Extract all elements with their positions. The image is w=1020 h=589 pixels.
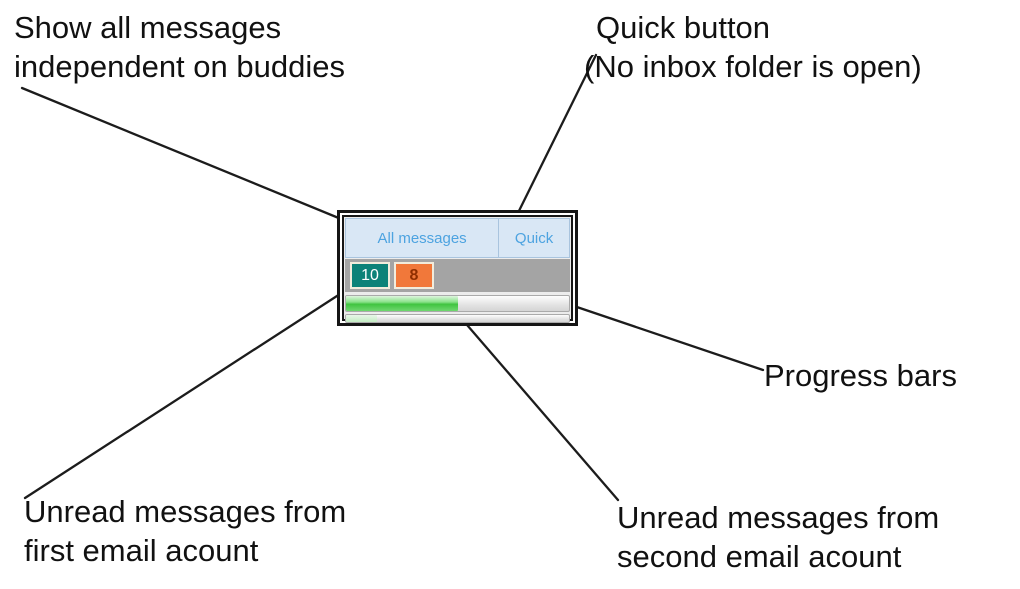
label-first-account-line1: Unread messages from	[24, 494, 347, 529]
first-account-unread-badge[interactable]: 10	[350, 262, 390, 289]
label-first-account-line2: first email acount	[24, 533, 259, 568]
label-progress-bars: Progress bars	[764, 358, 957, 393]
second-account-unread-badge[interactable]: 8	[394, 262, 434, 289]
progress-bar-first	[345, 295, 570, 312]
label-second-account: Unread messages from second email acount	[617, 498, 939, 576]
notifier-widget-frame: All messages Quick 10 8	[342, 215, 573, 323]
notifier-widget: All messages Quick 10 8	[337, 210, 578, 326]
progress-bar-first-fill	[346, 296, 458, 311]
progress-bar-second	[345, 314, 570, 323]
button-row: All messages Quick	[345, 218, 570, 258]
callout-line-first-badge	[23, 281, 359, 500]
all-messages-button[interactable]: All messages	[345, 218, 499, 258]
label-show-all-messages: Show all messages independent on buddies	[14, 8, 345, 86]
label-show-all-line2: independent on buddies	[14, 49, 345, 84]
label-second-account-line1: Unread messages from	[617, 500, 940, 535]
label-quick-line1: Quick button	[596, 10, 771, 45]
label-second-account-line2: second email acount	[617, 539, 902, 574]
label-quick-line2: (No inbox folder is open)	[584, 49, 922, 84]
label-quick-button: Quick button (No inbox folder is open)	[584, 8, 922, 86]
unread-badges-strip: 10 8	[345, 259, 570, 292]
callout-line-all-messages	[20, 86, 365, 230]
label-show-all-line1: Show all messages	[14, 10, 282, 45]
label-first-account: Unread messages from first email acount	[24, 492, 346, 570]
callout-line-progress	[563, 301, 765, 372]
quick-button[interactable]: Quick	[498, 218, 570, 258]
progress-bar-second-fill	[346, 315, 378, 322]
